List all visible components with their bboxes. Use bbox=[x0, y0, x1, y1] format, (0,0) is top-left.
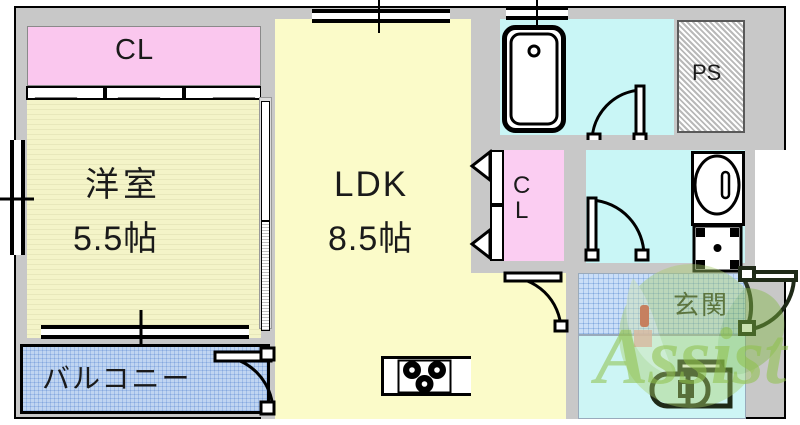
hall-marker-2 bbox=[634, 330, 652, 347]
closet-mid-label: C L bbox=[513, 173, 530, 223]
closet-mid-label-line1: C bbox=[513, 172, 531, 199]
ldk-window-north-mark bbox=[378, 0, 380, 33]
closet-mid-label-line2: L bbox=[514, 197, 529, 225]
balcony-door[interactable] bbox=[213, 346, 276, 416]
room-ldk bbox=[275, 19, 471, 419]
hall-strip bbox=[471, 273, 576, 419]
ldk-window-north[interactable] bbox=[312, 9, 450, 23]
hall-divider bbox=[566, 273, 578, 419]
room-closet-mid bbox=[504, 150, 564, 261]
entrance-label: 玄関 bbox=[673, 290, 730, 320]
room-pipe-space bbox=[677, 20, 745, 133]
bathtub-icon bbox=[502, 25, 566, 133]
bath-window-north-mark bbox=[536, 0, 538, 26]
balcony-label: バルコニー bbox=[42, 363, 192, 394]
closet-top-label: CL bbox=[115, 34, 155, 66]
washroom-door[interactable] bbox=[584, 196, 650, 262]
room-balcony bbox=[20, 344, 270, 414]
bedroom-ldk-sliding[interactable] bbox=[259, 97, 272, 331]
three-burner-stove-icon bbox=[397, 359, 452, 394]
closet-mid-folding[interactable] bbox=[490, 150, 504, 261]
washing-machine-icon bbox=[649, 359, 733, 409]
hall-marker bbox=[640, 305, 649, 327]
pipe-space-label: PS bbox=[692, 60, 722, 85]
closet-mid-folding-arrows bbox=[469, 148, 492, 262]
entrance-front-door[interactable] bbox=[738, 266, 800, 340]
ldk-label: LDK bbox=[334, 165, 409, 204]
western-room-label: 洋室 bbox=[85, 166, 161, 204]
ldk-size: 8.5帖 bbox=[328, 220, 414, 258]
western-room-size: 5.5帖 bbox=[73, 220, 159, 258]
room-western bbox=[27, 100, 261, 338]
bath-door[interactable] bbox=[586, 84, 648, 146]
ldk-hall-door[interactable] bbox=[503, 271, 575, 333]
room-closet-top bbox=[27, 26, 261, 86]
toilet-icon bbox=[691, 151, 745, 273]
bedroom-window-west-mark bbox=[0, 197, 34, 201]
entrance-tile bbox=[578, 273, 746, 335]
bedroom-window-south[interactable] bbox=[41, 325, 249, 339]
